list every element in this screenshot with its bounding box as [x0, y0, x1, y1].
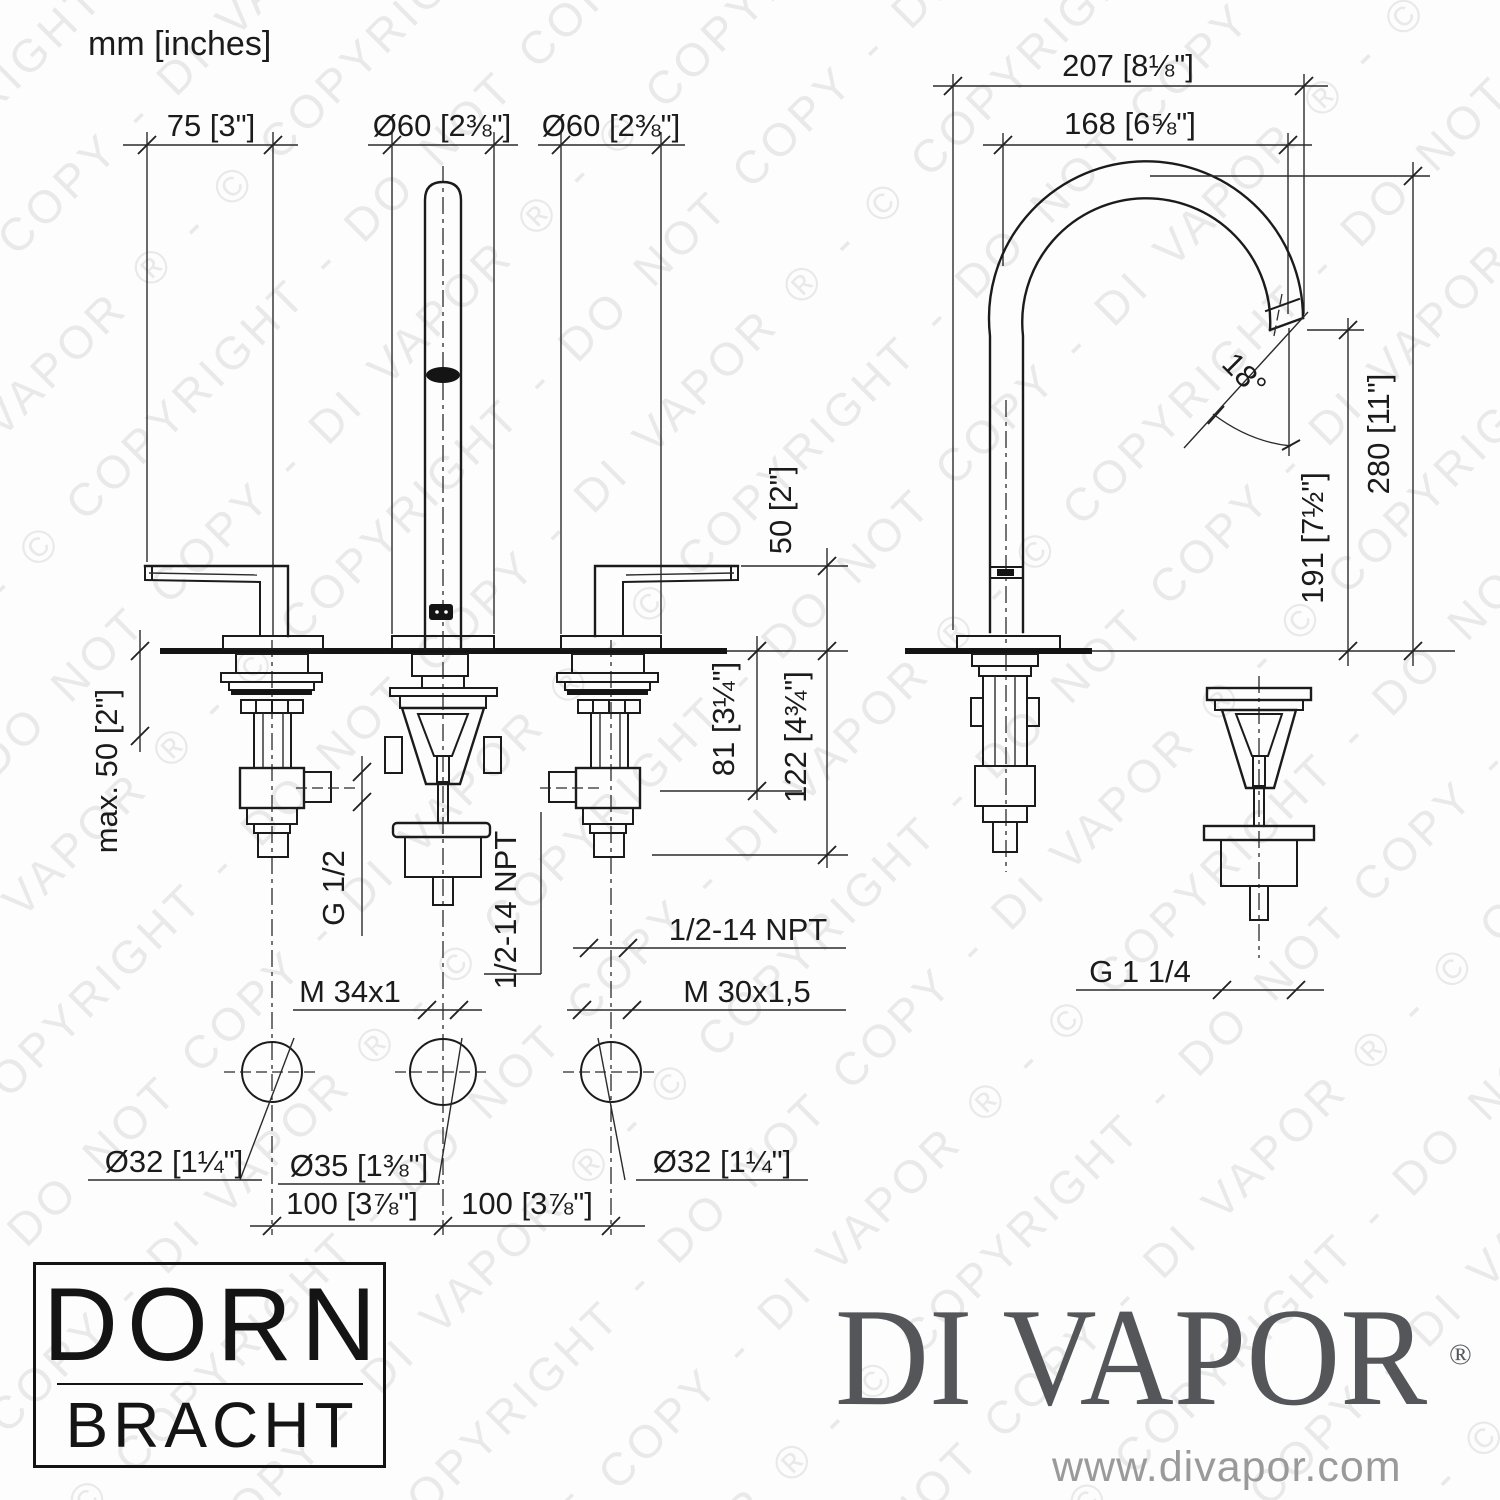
front-right-dimensions: 50 [2"] 81 [3¼"] 122 [4¾"]	[652, 466, 848, 868]
spout-sensor-window	[429, 604, 453, 620]
dim-spacing-left: 100 [3⅞"]	[286, 1186, 418, 1221]
dim-spacing-right: 100 [3⅞"]	[461, 1186, 593, 1221]
handle-right	[560, 564, 740, 650]
label-m30: M 30x1,5	[683, 974, 811, 1009]
dim-total-depth: 122 [4¾"]	[778, 671, 813, 803]
handle-right-escutcheon	[560, 635, 662, 650]
drain-center-underdeck	[384, 653, 502, 906]
front-view: mm [inches] 75 [3"]	[88, 25, 848, 1236]
outlet-angle-annotation: 18°	[1183, 311, 1309, 456]
dim-handle-height: 50 [2"]	[763, 466, 798, 555]
dim-hole-center: Ø35 [1⅜"]	[290, 1148, 429, 1183]
dim-spout-escutcheon: Ø60 [2⅜"]	[373, 108, 512, 143]
units-label: mm [inches]	[88, 25, 271, 63]
label-g-half: G 1/2	[316, 850, 351, 926]
mounting-holes: Ø32 [1¼"] Ø35 [1⅜"] Ø32 [1¼"]	[88, 1037, 808, 1185]
valve-right-body	[574, 766, 642, 810]
valve-left-port	[303, 771, 332, 803]
hole-spacing-dimension: 100 [3⅞"] 100 [3⅞"]	[250, 1186, 645, 1236]
dim-reach-outlet: 168 [6⅝"]	[1064, 106, 1196, 141]
valve-right-port	[548, 771, 577, 803]
front-centerlines	[271, 166, 612, 1235]
dim-max-counter: max. 50 [2"]	[89, 689, 124, 853]
dim-hole-left: Ø32 [1¼"]	[105, 1144, 244, 1179]
spout-side-profile	[956, 160, 1305, 650]
countertop-deck-side	[905, 648, 1092, 654]
spout-side-escutcheon	[956, 635, 1061, 650]
spout-seam	[989, 566, 1024, 579]
label-npt-vertical: 1/2-14 NPT	[488, 831, 523, 990]
divapor-logo: DI VAPOR	[835, 1280, 1428, 1435]
dornbracht-wordmark-bottom: BRACHT	[65, 1389, 359, 1461]
side-top-dimensions: 207 [8⅛"] 168 [6⅝"]	[933, 48, 1328, 630]
handle-left-escutcheon	[222, 635, 324, 650]
label-npt-horizontal: 1/2-14 NPT	[669, 912, 828, 947]
dim-reach-total: 207 [8⅛"]	[1062, 48, 1194, 83]
dim-height-total: 280 [11"]	[1361, 374, 1396, 495]
dim-height-outlet: 191 [7½"]	[1295, 472, 1330, 604]
divapor-website: www.divapor.com	[1052, 1443, 1402, 1491]
front-left-dimensions: max. 50 [2"]	[89, 630, 150, 853]
label-m34: M 34x1	[299, 974, 401, 1009]
dim-rough-depth: 81 [3¼"]	[706, 662, 741, 776]
spout-escutcheon	[391, 635, 495, 650]
dim-hole-right: Ø32 [1¼"]	[653, 1144, 792, 1179]
dim-outlet-angle: 18°	[1215, 346, 1273, 404]
front-thread-labels: G 1/2 1/2-14 NPT M 34x1 1/2-14 NPT M 30x…	[293, 756, 846, 1020]
label-drain-thread: G 1 1/4	[1089, 954, 1191, 989]
dornbracht-logo-divider	[56, 1383, 363, 1385]
front-top-dimensions: 75 [3"] Ø60 [2⅜"] Ø60 [2⅜"]	[123, 108, 685, 636]
handle-left	[143, 564, 324, 650]
valve-left-underdeck	[220, 653, 356, 858]
dornbracht-wordmark-top: DORN	[42, 1267, 386, 1383]
valve-right-underdeck	[540, 653, 659, 858]
dim-lever-width: 75 [3"]	[167, 108, 256, 143]
spout-shank-underdeck	[970, 653, 1040, 872]
side-view: 207 [8⅛"] 168 [6⅝"]	[905, 48, 1455, 1000]
dim-handle-escutcheon: Ø60 [2⅜"]	[542, 108, 681, 143]
side-height-dimensions: 191 [7½"] 280 [11"]	[1150, 162, 1430, 666]
divapor-registered-mark: ®	[1449, 1338, 1472, 1371]
countertop-deck	[160, 648, 727, 654]
spout-front	[391, 180, 495, 651]
dornbracht-logo: DORN BRACHT	[33, 1262, 386, 1468]
drain-side-view: G 1 1/4	[1076, 676, 1324, 1000]
spout-logo-mark	[426, 367, 460, 383]
